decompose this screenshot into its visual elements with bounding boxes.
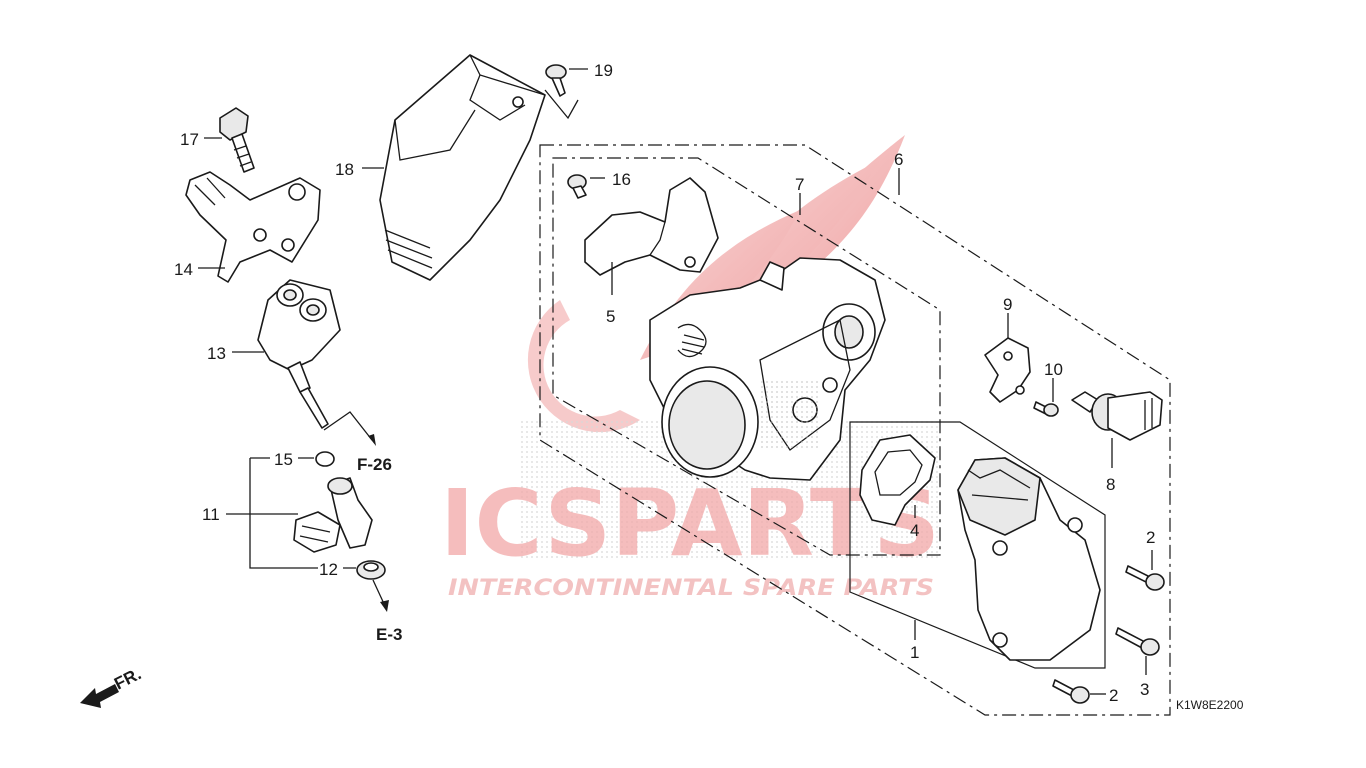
plate-hole-icon — [1003, 351, 1013, 361]
callout-5: 5 — [606, 307, 615, 326]
callout-6: 6 — [894, 150, 903, 169]
part-bolt-17 — [219, 107, 255, 173]
leader-lines — [198, 68, 1153, 695]
callout-14: 14 — [174, 260, 193, 279]
callout-17: 17 — [180, 130, 199, 149]
part-bracket-14 — [185, 171, 321, 283]
assembly-7-outline — [552, 157, 941, 556]
part-nut-12 — [356, 560, 386, 580]
part-screw-2b — [1052, 679, 1090, 704]
callout-1: 1 — [910, 643, 919, 662]
callout-7: 7 — [795, 175, 804, 194]
diagram-code: K1W8E2200 — [1176, 698, 1244, 712]
callout-11: 11 — [202, 505, 220, 524]
part-bolt-16 — [567, 174, 587, 199]
part-oring-15 — [315, 451, 335, 467]
front-direction-arrow-icon — [80, 684, 119, 708]
callout-13: 13 — [207, 344, 226, 363]
callout-2b: 2 — [1109, 686, 1118, 705]
ref-f26: F-26 — [357, 455, 392, 474]
part-screw-19 — [544, 64, 579, 120]
callout-4: 4 — [910, 521, 919, 540]
callout-3: 3 — [1140, 680, 1149, 699]
part-sensor-unit-1 — [957, 457, 1101, 661]
ref-e3: E-3 — [376, 625, 402, 644]
callout-19: 19 — [594, 61, 613, 80]
callout-10: 10 — [1044, 360, 1063, 379]
part-bracket-5 — [584, 177, 719, 276]
callout-9: 9 — [1003, 295, 1012, 314]
part-screw-3 — [1115, 627, 1160, 656]
part-cover — [379, 54, 546, 281]
callout-12: 12 — [319, 560, 338, 579]
part-sensor-8 — [1071, 391, 1163, 441]
callout-8: 8 — [1106, 475, 1115, 494]
callout-labels: 17 14 13 15 11 12 18 19 16 5 7 6 9 10 8 … — [174, 61, 1155, 705]
watermark-brand: ICSPARTS — [440, 470, 940, 577]
callout-18: 18 — [335, 160, 354, 179]
part-screw-2a — [1125, 565, 1165, 591]
assembly-1-outline — [849, 421, 1106, 669]
part-screw-10 — [1033, 401, 1059, 417]
part-throttle-body-7 — [649, 257, 886, 481]
callout-2a: 2 — [1146, 528, 1155, 547]
plate-hole-icon — [1015, 385, 1025, 395]
callout-15: 15 — [274, 450, 293, 469]
part-holder-13 — [257, 279, 341, 429]
part-injector-11 — [293, 477, 373, 553]
watermark-tagline: INTERCONTINENTAL SPARE PARTS — [448, 576, 934, 601]
assembly-6-outline — [539, 144, 1171, 716]
callout-16: 16 — [612, 170, 631, 189]
